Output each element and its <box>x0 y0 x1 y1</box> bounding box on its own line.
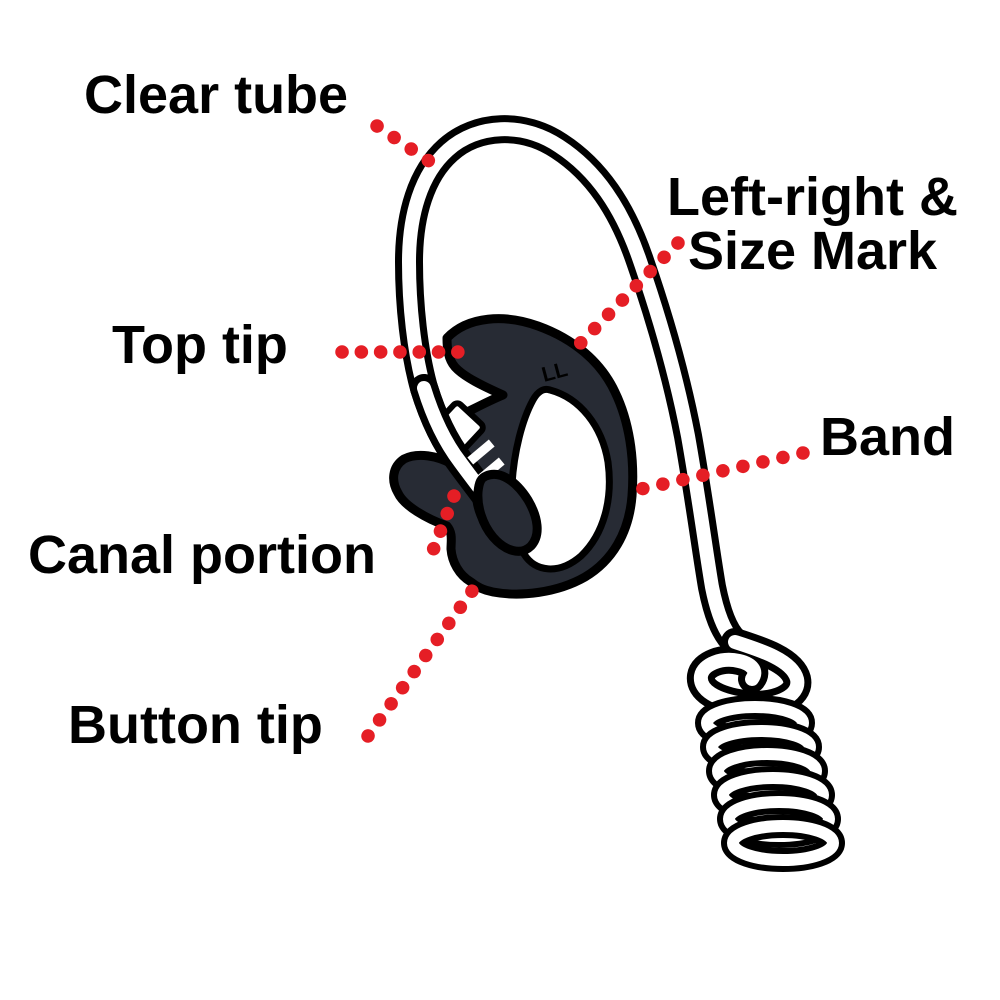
band-leader <box>616 446 810 500</box>
label-clear-tube: Clear tube <box>84 65 349 125</box>
ear-mold-nozzle <box>473 470 542 556</box>
coiled-cord <box>686 628 845 872</box>
label-left-right-size-mark: Left-right & Size Mark <box>645 170 980 278</box>
label-left-right-size-mark-line2: Size Mark <box>687 221 938 281</box>
label-canal-portion: Canal portion <box>28 525 376 585</box>
clear-tube-leader <box>370 119 436 168</box>
label-top-tip: Top tip <box>112 315 288 375</box>
label-left-right-size-mark-line1: Left-right & <box>667 167 958 227</box>
clip-band-mark <box>467 439 495 465</box>
button-tip-leader <box>361 584 479 743</box>
coil-rings <box>695 695 845 872</box>
leader-lines <box>335 119 810 743</box>
coil-entry-core <box>693 635 805 712</box>
left-right-size-mark-leader <box>560 236 685 364</box>
canal-portion-leader <box>420 489 461 573</box>
label-button-tip: Button tip <box>68 695 323 755</box>
label-band: Band <box>820 407 955 467</box>
ear-mold: LL <box>389 314 638 599</box>
